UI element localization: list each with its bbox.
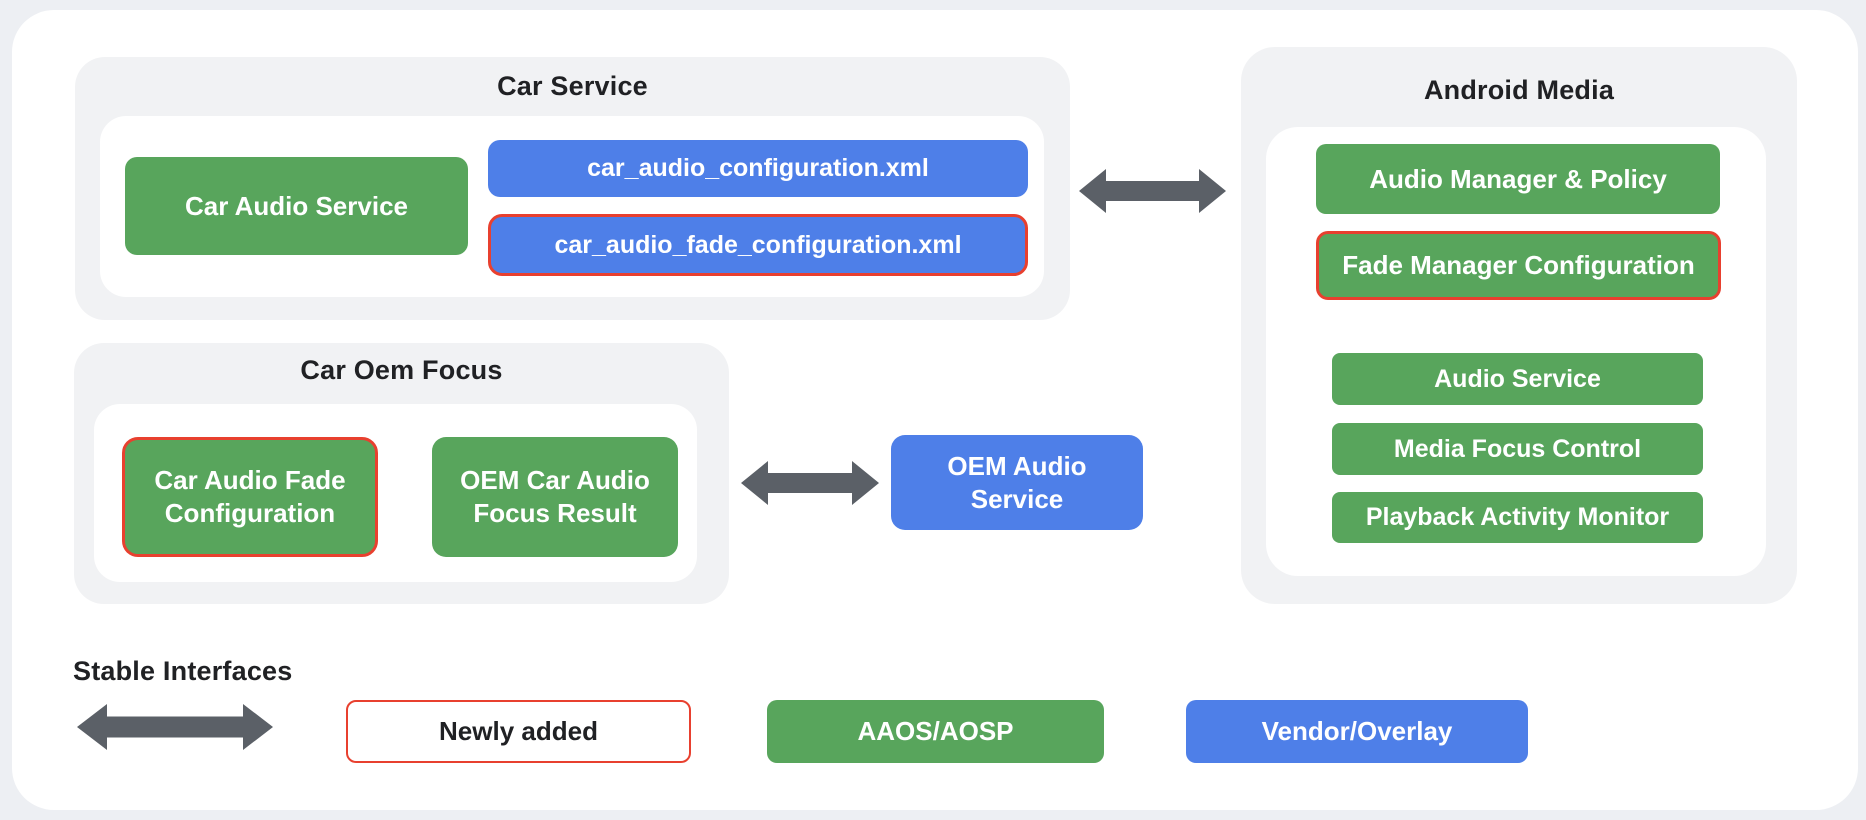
car-audio-fade-configuration-xml-label: car_audio_fade_configuration.xml <box>554 230 962 259</box>
car-oem-focus-inner-panel: Car Audio Fade Configuration OEM Car Aud… <box>94 404 697 582</box>
stable-interfaces-arrow-icon <box>77 704 273 750</box>
car-audio-service-label: Car Audio Service <box>184 190 408 221</box>
audio-service-label: Audio Service <box>1434 364 1601 393</box>
aaos-aosp-legend-box: AAOS/AOSP <box>767 700 1104 763</box>
playback-activity-monitor-label: Playback Activity Monitor <box>1365 503 1670 531</box>
oem-audio-service-box: OEM Audio Service <box>891 435 1143 530</box>
playback-activity-monitor-box: Playback Activity Monitor <box>1332 492 1703 543</box>
oem-audio-service-label: OEM Audio Service <box>947 450 1087 514</box>
car-audio-configuration-xml-label: car_audio_configuration.xml <box>587 154 929 182</box>
fade-manager-configuration-label: Fade Manager Configuration <box>1342 250 1695 280</box>
car-oem-focus-oem-audio-service-arrow-icon <box>741 461 879 505</box>
car-service-inner-panel: Car Audio Service car_audio_configuratio… <box>100 116 1044 297</box>
audio-manager-policy-label: Audio Manager & Policy <box>1369 163 1667 194</box>
car-oem-focus-group: Car Oem Focus Car Audio Fade Configurati… <box>74 343 729 604</box>
aaos-aosp-label: AAOS/AOSP <box>857 716 1014 746</box>
android-media-title: Android Media <box>1423 75 1615 105</box>
car-audio-fade-configuration-label: Car Audio Fade Configuration <box>154 465 346 528</box>
vendor-overlay-label: Vendor/Overlay <box>1261 716 1453 746</box>
car-service-android-media-arrow-icon <box>1079 169 1226 213</box>
car-audio-configuration-xml-box: car_audio_configuration.xml <box>488 140 1028 197</box>
android-media-inner-panel: Audio Manager & Policy Fade Manager Conf… <box>1266 127 1766 576</box>
fade-manager-configuration-box: Fade Manager Configuration <box>1316 231 1721 300</box>
media-focus-control-label: Media Focus Control <box>1393 434 1642 463</box>
oem-car-audio-focus-result-label: OEM Car Audio Focus Result <box>460 465 650 528</box>
vendor-overlay-legend-box: Vendor/Overlay <box>1186 700 1528 763</box>
media-focus-control-box: Media Focus Control <box>1332 423 1703 475</box>
car-audio-service-box: Car Audio Service <box>125 157 468 255</box>
audio-service-box: Audio Service <box>1332 353 1703 405</box>
newly-added-label: Newly added <box>439 716 598 746</box>
oem-car-audio-focus-result-box: OEM Car Audio Focus Result <box>432 437 678 557</box>
audio-manager-policy-box: Audio Manager & Policy <box>1316 144 1720 214</box>
newly-added-legend-box: Newly added <box>346 700 691 763</box>
car-service-group: Car Service Car Audio Service car_audio_… <box>75 57 1070 320</box>
car-audio-fade-configuration-box: Car Audio Fade Configuration <box>122 437 378 557</box>
car-service-title: Car Service <box>497 71 648 101</box>
stable-interfaces-label: Stable Interfaces <box>73 656 293 686</box>
car-audio-fade-configuration-xml-box: car_audio_fade_configuration.xml <box>488 214 1028 276</box>
car-oem-focus-title: Car Oem Focus <box>300 355 503 385</box>
android-media-group: Android Media Audio Manager & Policy Fad… <box>1241 47 1797 604</box>
